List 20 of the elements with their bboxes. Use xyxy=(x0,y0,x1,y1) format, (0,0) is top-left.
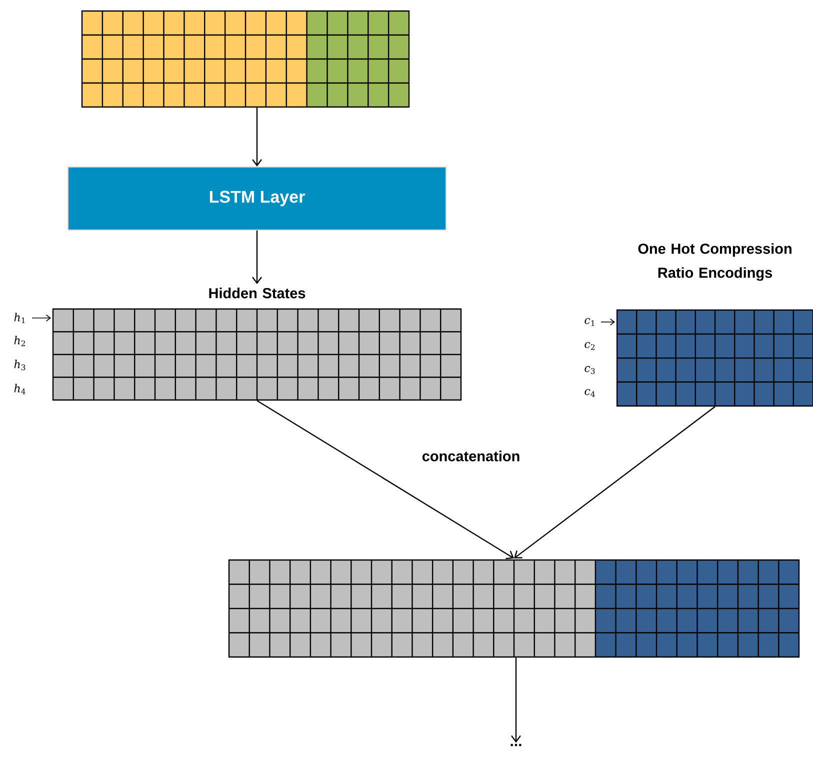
matrix-grid xyxy=(228,559,800,658)
grid-heading: One Hot Compression Ratio Encodings xyxy=(638,243,792,281)
arrow xyxy=(252,230,262,284)
row-label: c$_{1}$ xyxy=(584,318,594,326)
arrow xyxy=(511,658,521,743)
row-label: h$_{3}$ xyxy=(14,360,26,370)
row-label: h$_{1}$ xyxy=(14,312,25,324)
row-label: h$_{4}$ xyxy=(14,384,26,394)
grid-heading: Hidden States xyxy=(209,288,306,298)
ellipsis-text: ... xyxy=(510,744,522,746)
row-label: c$_{3}$ xyxy=(584,366,595,374)
arrow xyxy=(514,406,716,558)
row-label: h$_{2}$ xyxy=(14,336,25,346)
arrow xyxy=(252,108,262,166)
arrow xyxy=(256,400,514,560)
operation-label: concatenation xyxy=(422,450,520,462)
layer-box: LSTM Layer xyxy=(68,166,446,230)
row-label: c$_{2}$ xyxy=(584,342,595,350)
row-label: c$_{4}$ xyxy=(584,389,595,397)
matrix-grid xyxy=(81,10,410,108)
